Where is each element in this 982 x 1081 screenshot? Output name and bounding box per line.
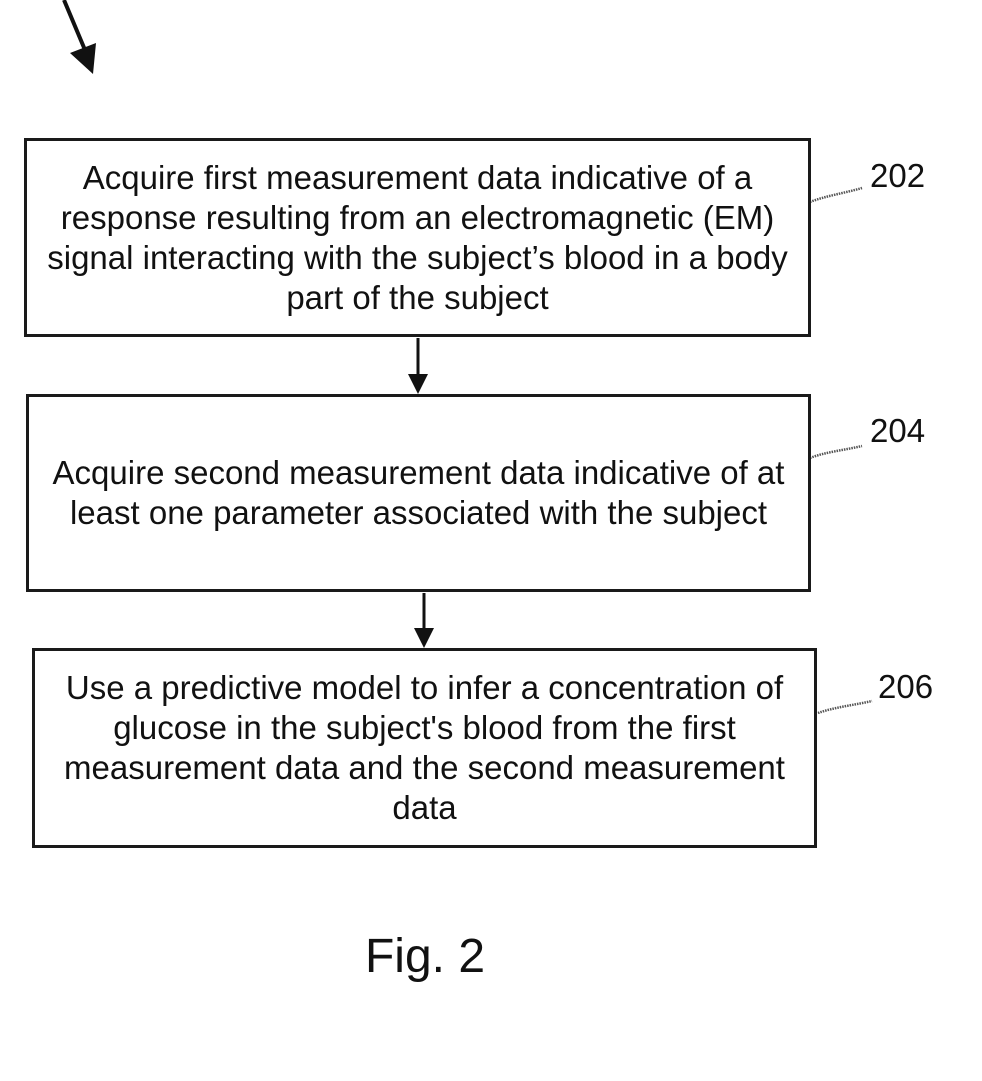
figure-caption: Fig. 2 bbox=[0, 930, 850, 984]
flow-arrow-1 bbox=[408, 338, 428, 394]
leader-line-202 bbox=[810, 188, 862, 202]
step-box-202: Acquire first measurement data indicativ… bbox=[24, 138, 811, 337]
leader-line-206 bbox=[818, 701, 872, 713]
reference-number-204: 204 bbox=[870, 413, 925, 449]
reference-number-206: 206 bbox=[878, 669, 933, 705]
reference-number-202: 202 bbox=[870, 158, 925, 194]
step-text-204: Acquire second measurement data indicati… bbox=[39, 453, 798, 533]
entry-arrow bbox=[64, 0, 96, 74]
step-box-206: Use a predictive model to infer a concen… bbox=[32, 648, 817, 848]
step-text-206: Use a predictive model to infer a concen… bbox=[45, 668, 804, 828]
leader-line-204 bbox=[810, 446, 862, 458]
step-text-202: Acquire first measurement data indicativ… bbox=[37, 158, 798, 318]
step-box-204: Acquire second measurement data indicati… bbox=[26, 394, 811, 592]
flow-arrow-2 bbox=[414, 593, 434, 648]
